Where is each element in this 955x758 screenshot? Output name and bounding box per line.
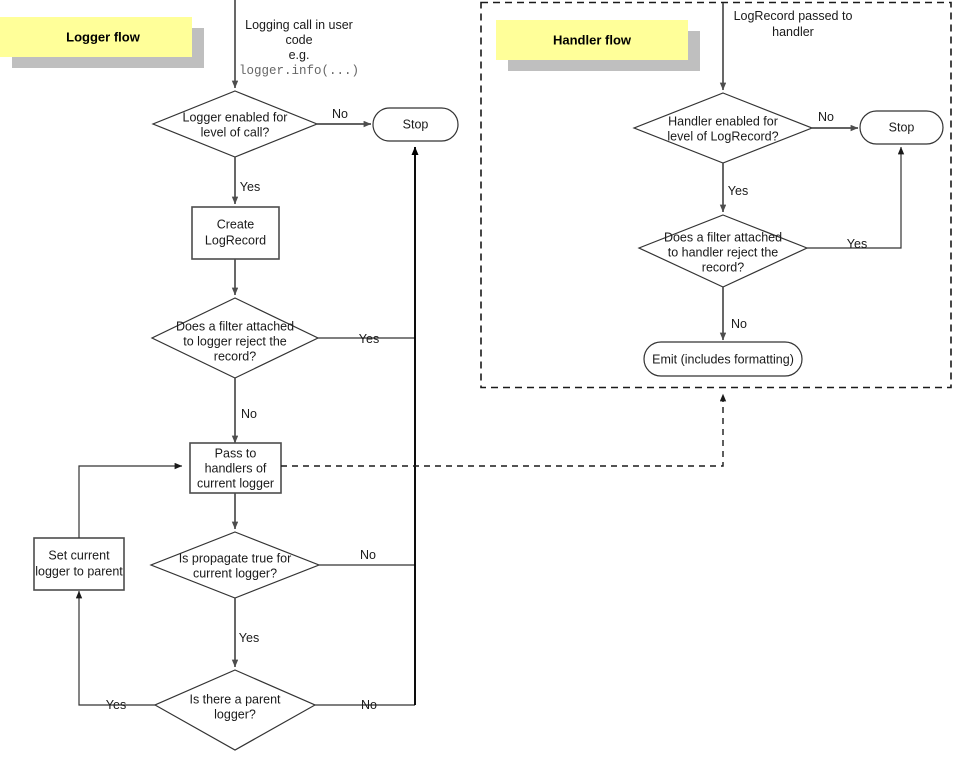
emit-shape (643, 341, 803, 377)
pass-to-handlers-box (189, 442, 282, 494)
logger-start-note-line-1: Logging call in user (245, 18, 353, 32)
handler-flow-group-border (480, 1, 952, 389)
edge-label-logger-enabled-no: No (332, 107, 348, 121)
node-pass-to-handlers: Pass to handlers of current logger (189, 442, 282, 494)
edge-label-logger-filter-no: No (241, 407, 257, 421)
edge-label-handler-enabled-no: No (818, 110, 834, 124)
set-parent-line-2: logger to parent (35, 564, 123, 578)
handler-flow-label-text: Handler flow (553, 32, 632, 47)
logger-enabled-line-1: Logger enabled for (183, 110, 288, 124)
node-create-logrecord: Create LogRecord (191, 206, 280, 260)
logger-filter-line-1: Does a filter attached (176, 319, 294, 333)
logger-filter-line-3: record? (214, 349, 256, 363)
logger-filter-line-2: to logger reject the (183, 334, 287, 348)
node-handler-stop: Stop (859, 110, 944, 145)
edge-label-logger-filter-yes: Yes (359, 332, 379, 346)
handler-start-note-line-2: handler (772, 25, 814, 39)
node-parent-logger: Is there a parent logger? (153, 669, 317, 751)
propagate-line-2: current logger? (193, 566, 277, 580)
parent-logger-line-2: logger? (214, 707, 256, 721)
logger-flow-label-text: Logger flow (66, 29, 141, 44)
edge-label-handler-filter-no: No (731, 317, 747, 331)
edge-label-logger-enabled-yes: Yes (240, 180, 260, 194)
edge-label-parent-logger-yes: Yes (106, 698, 126, 712)
edge-label-handler-enabled-yes: Yes (728, 184, 748, 198)
edge-pass-to-handler-flow-dashed (281, 393, 727, 467)
handler-flow-label-box (496, 20, 688, 60)
logger-start-note-line-3: e.g. (289, 48, 310, 62)
logger-stop-shape (372, 107, 459, 142)
handler-flow-label: Handler flow (496, 20, 700, 71)
node-set-parent: Set current logger to parent (33, 537, 125, 591)
pass-to-handlers-line-1: Pass to (215, 446, 257, 460)
handler-stop-text: Stop (889, 120, 915, 134)
create-logrecord-line-1: Create (217, 217, 255, 231)
create-logrecord-box (191, 206, 280, 260)
edge-label-parent-logger-no: No (361, 698, 377, 712)
logger-stop-text: Stop (403, 117, 429, 131)
logger-enabled-line-2: level of call? (201, 125, 270, 139)
logger-flow-label: Logger flow (0, 17, 204, 68)
handler-enabled-line-2: level of LogRecord? (667, 129, 778, 143)
pass-to-handlers-line-3: current logger (197, 476, 274, 490)
node-logger-enabled: Logger enabled for level of call? (151, 90, 319, 158)
handler-filter-line-2: to handler reject the (668, 245, 779, 259)
handler-start-note: LogRecord passed to handler (734, 9, 853, 39)
handler-enabled-line-1: Handler enabled for (668, 114, 778, 128)
handler-filter-line-1: Does a filter attached (664, 230, 782, 244)
logger-start-note-code: logger.info(...) (239, 64, 359, 78)
logger-flow-label-box (0, 17, 192, 57)
create-logrecord-line-2: LogRecord (205, 233, 266, 247)
parent-logger-diamond (153, 669, 317, 751)
handler-filter-line-3: record? (702, 260, 744, 274)
set-parent-box (33, 537, 125, 591)
logger-start-note-line-2: code (285, 33, 312, 47)
node-logger-filter: Does a filter attached to logger reject … (150, 297, 320, 379)
edge-parent-logger-yes (75, 590, 155, 706)
node-handler-enabled: Handler enabled for level of LogRecord? (632, 92, 814, 164)
node-handler-filter: Does a filter attached to handler reject… (637, 214, 809, 288)
emit-text: Emit (includes formatting) (652, 352, 794, 366)
edge-handler-filter-yes (807, 146, 905, 249)
node-propagate: Is propagate true for current logger? (149, 531, 321, 599)
edge-set-parent-to-pass (78, 462, 183, 538)
propagate-line-1: Is propagate true for (179, 551, 292, 565)
handler-start-note-line-1: LogRecord passed to (734, 9, 853, 23)
edge-label-propagate-no: No (360, 548, 376, 562)
handler-stop-shape (859, 110, 944, 145)
node-emit: Emit (includes formatting) (643, 341, 803, 377)
logger-start-note: Logging call in user code e.g. logger.in… (239, 18, 359, 78)
node-logger-stop: Stop (372, 107, 459, 142)
pass-to-handlers-line-2: handlers of (205, 461, 267, 475)
set-parent-line-1: Set current (48, 548, 110, 562)
parent-logger-line-1: Is there a parent (189, 692, 281, 706)
edge-label-propagate-yes: Yes (239, 631, 259, 645)
edge-label-handler-filter-yes: Yes (847, 237, 867, 251)
